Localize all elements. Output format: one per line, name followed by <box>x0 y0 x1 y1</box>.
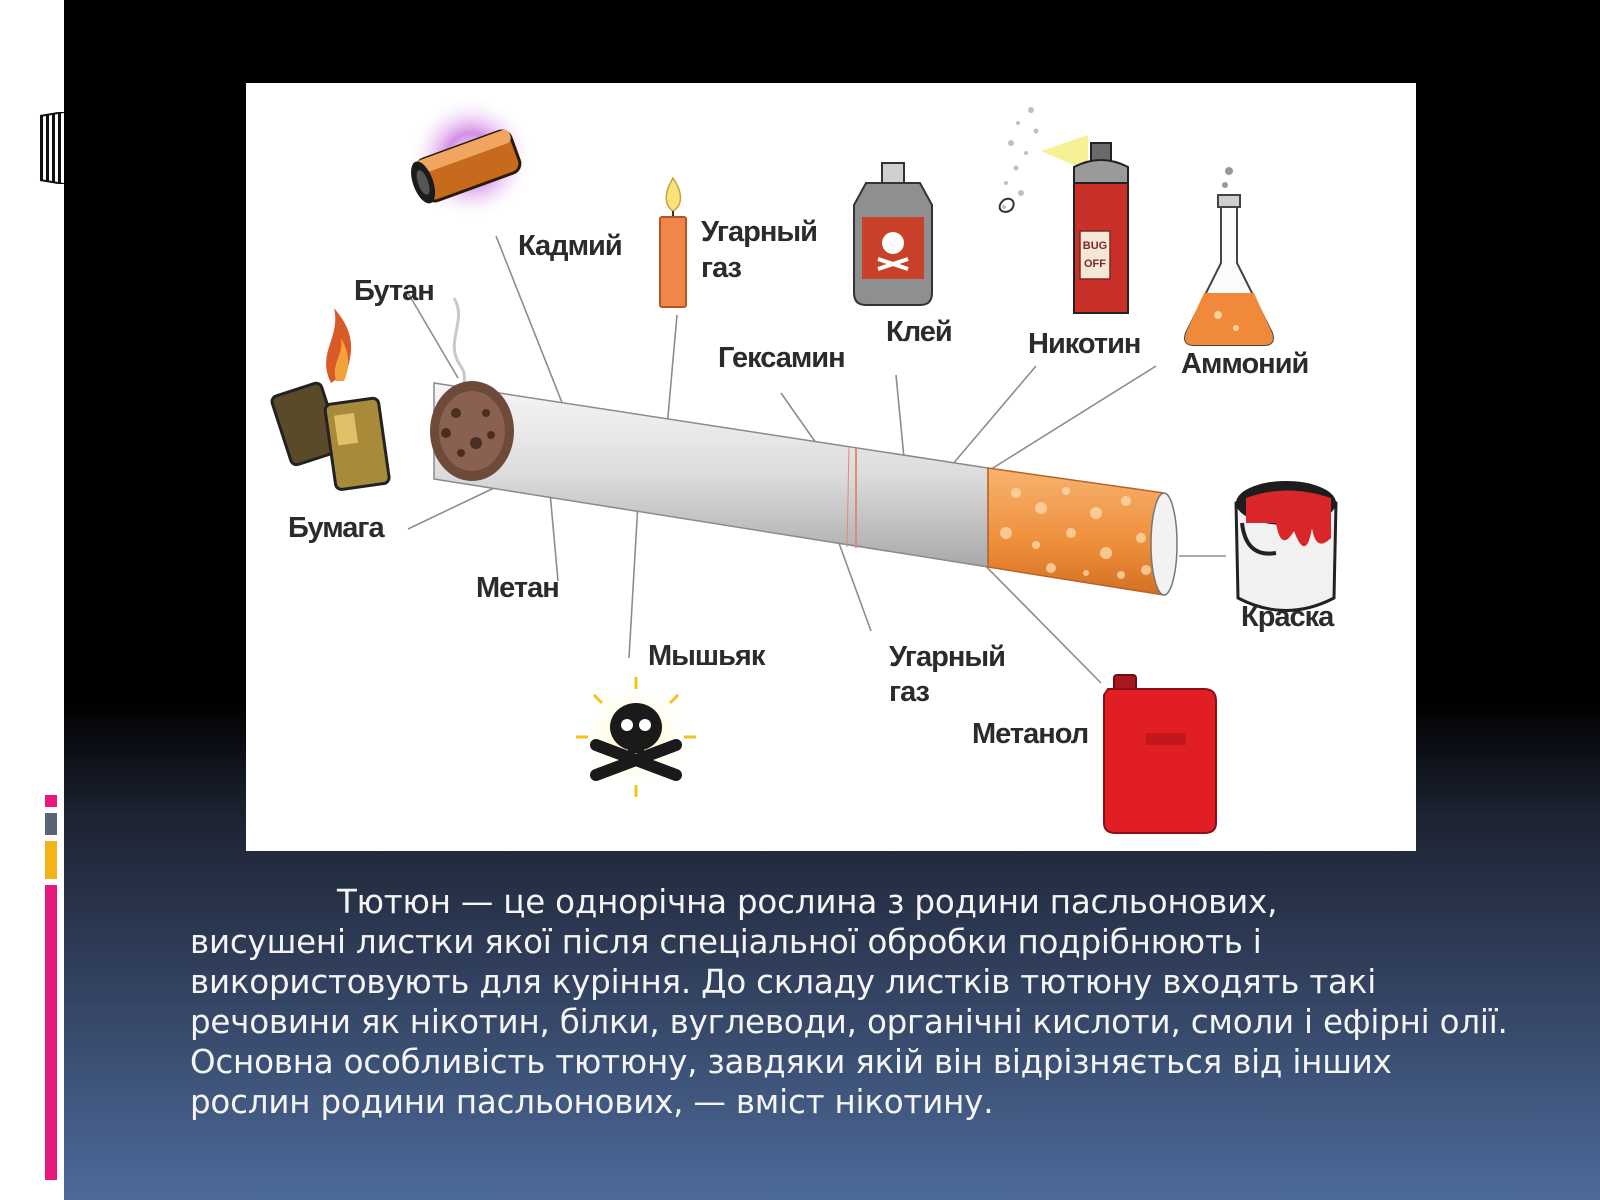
caption-text: Тютюн — це однорічна рослина з родини па… <box>190 882 1520 1122</box>
label-paper: Бумага <box>288 512 385 544</box>
battery-icon <box>409 96 533 220</box>
label-paint: Краска <box>1241 601 1335 633</box>
paint-can-icon <box>1234 481 1338 612</box>
flask-icon <box>1184 167 1274 346</box>
label-butane: Бутан <box>354 275 434 307</box>
label-arsenic: Мышьяк <box>648 640 766 672</box>
lighter-icon <box>270 308 391 491</box>
accent-bar-yellow <box>45 841 57 879</box>
label-carbon-monoxide-top-line2: газ <box>701 252 742 284</box>
spray-label-2: OFF <box>1084 258 1106 270</box>
fuel-canister-icon <box>1103 674 1217 834</box>
accent-bar-gray <box>45 813 57 835</box>
caption-first-line: Тютюн — це однорічна рослина з родини па… <box>337 883 1278 921</box>
cigarette-composition-diagram: BUG OFF <box>246 83 1416 851</box>
spray-can-icon: BUG OFF <box>998 107 1129 314</box>
cigarette-icon <box>430 381 1178 596</box>
left-strip <box>0 0 64 1200</box>
label-methane: Метан <box>476 572 559 604</box>
label-ammonium: Аммоний <box>1181 348 1308 380</box>
accent-bars <box>45 795 57 1180</box>
accent-bar-pink-small <box>45 795 57 807</box>
accent-bar-pink-long <box>45 885 57 1180</box>
caption-body: висушені листки якої після спеціальної о… <box>190 923 1508 1121</box>
glue-bottle-icon <box>853 162 933 306</box>
candle-icon <box>659 176 687 308</box>
label-glue: Клей <box>886 316 952 348</box>
label-hexamine: Гексамин <box>718 342 845 374</box>
skull-crossbones-icon <box>576 677 696 797</box>
label-nicotine: Никотин <box>1028 328 1140 360</box>
label-cadmium: Кадмий <box>518 230 622 262</box>
decorative-lines-icon <box>39 112 64 184</box>
label-carbon-monoxide-top-line1: Угарный <box>701 216 817 248</box>
label-carbon-monoxide-bottom-line1: Угарный <box>889 641 1005 673</box>
label-carbon-monoxide-bottom-line2: газ <box>889 676 930 708</box>
label-methanol: Метанол <box>972 718 1088 750</box>
spray-label-1: BUG <box>1083 240 1107 252</box>
